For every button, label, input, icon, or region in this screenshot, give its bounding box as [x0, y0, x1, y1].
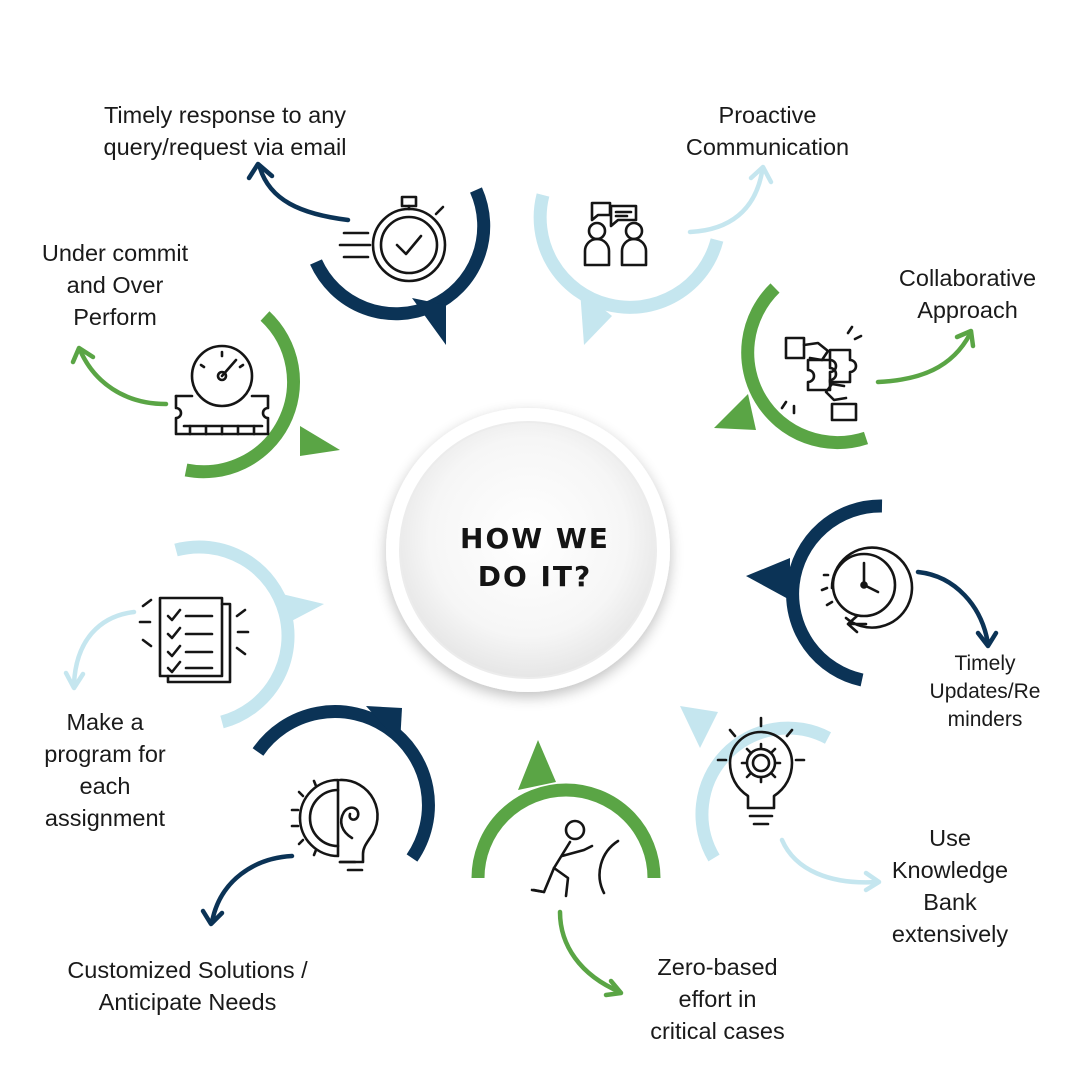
ring-pointer-timely-response: [412, 298, 446, 345]
ring-pointer-timely-updates: [746, 558, 790, 600]
label-under-commit: Under commit and Over Perform: [41, 240, 189, 330]
ring-arc-zero-based-effort: [471, 783, 661, 879]
label-zero-based-effort: Zero-based effort in critical cases: [650, 954, 785, 1044]
label-knowledge-bank: Use Knowledge Bank extensively: [891, 825, 1009, 947]
label-timely-updates: Timely Updates/Re minders: [929, 652, 1041, 731]
person-pushing-icon: [530, 819, 620, 898]
arrowhead-proactive-communication: [748, 164, 774, 185]
ring-arc-proactive-communication: [533, 193, 724, 314]
arrow-timely-updates: [915, 569, 991, 647]
arrow-timely-response: [257, 165, 351, 223]
label-make-program: Make a program for each assignment: [44, 709, 166, 831]
arrow-zero-based-effort: [557, 909, 623, 995]
label-customized-solutions: Customized Solutions / Anticipate Needs: [67, 957, 308, 1015]
ring-pointer-under-commit: [300, 426, 340, 456]
label-collaborative-approach: Collaborative Approach: [898, 265, 1037, 323]
arrowhead-timely-updates: [975, 630, 999, 649]
ring-arcs: [174, 187, 883, 879]
arrow-proactive-communication: [687, 169, 765, 235]
arrowhead-customized-solutions: [200, 908, 225, 927]
ring-pointer-collaborative-approach: [714, 394, 756, 430]
puzzle-hands-icon: [780, 325, 863, 422]
ring-arc-knowledge-bank: [695, 721, 832, 862]
center-hub: [386, 408, 670, 692]
center-title: HOW WE DO IT?: [400, 520, 670, 596]
speedometer-icon: [174, 344, 270, 436]
arrowhead-zero-based-effort: [603, 978, 624, 998]
center-title-line-2: DO IT?: [477, 560, 593, 593]
ring-arc-customized-solutions: [252, 705, 435, 862]
arrowhead-collaborative-approach: [954, 328, 976, 349]
label-proactive-communication: Proactive Communication: [685, 102, 850, 160]
ring-pointer-make-program: [282, 594, 324, 626]
arrowhead-knowledge-bank: [863, 870, 882, 893]
conversation-icon: [583, 201, 648, 267]
arrow-make-program: [71, 609, 137, 687]
ring-arc-timely-response: [310, 187, 491, 321]
gear-brain-bulb-icon: [290, 778, 379, 872]
ring-pointer-proactive-communication: [580, 290, 612, 345]
arrowhead-timely-response: [246, 161, 275, 181]
ring-arc-collaborative-approach: [741, 283, 869, 450]
lightbulb-gear-icon: [716, 716, 806, 826]
center-title-line-1: HOW WE: [460, 522, 610, 555]
arrow-collaborative-approach: [875, 331, 973, 385]
label-timely-response: Timely response to any query/request via…: [103, 102, 347, 160]
ring-arc-timely-updates: [786, 499, 883, 687]
arrowhead-under-commit: [70, 345, 96, 365]
ring-pointer-customized-solutions: [366, 706, 402, 744]
ring-pointer-knowledge-bank: [680, 706, 718, 748]
arrow-customized-solutions: [209, 853, 295, 925]
ring-arc-under-commit: [184, 311, 300, 479]
arrowhead-make-program: [63, 670, 86, 691]
ring-pointer-zero-based-effort: [518, 740, 556, 790]
clock-reminder-icon: [820, 546, 914, 634]
checklist-document-icon: [138, 596, 250, 684]
arrow-knowledge-bank: [779, 837, 881, 885]
stopwatch-icon: [338, 195, 447, 283]
arrow-under-commit: [77, 347, 169, 407]
curved-arrows: [63, 161, 999, 998]
